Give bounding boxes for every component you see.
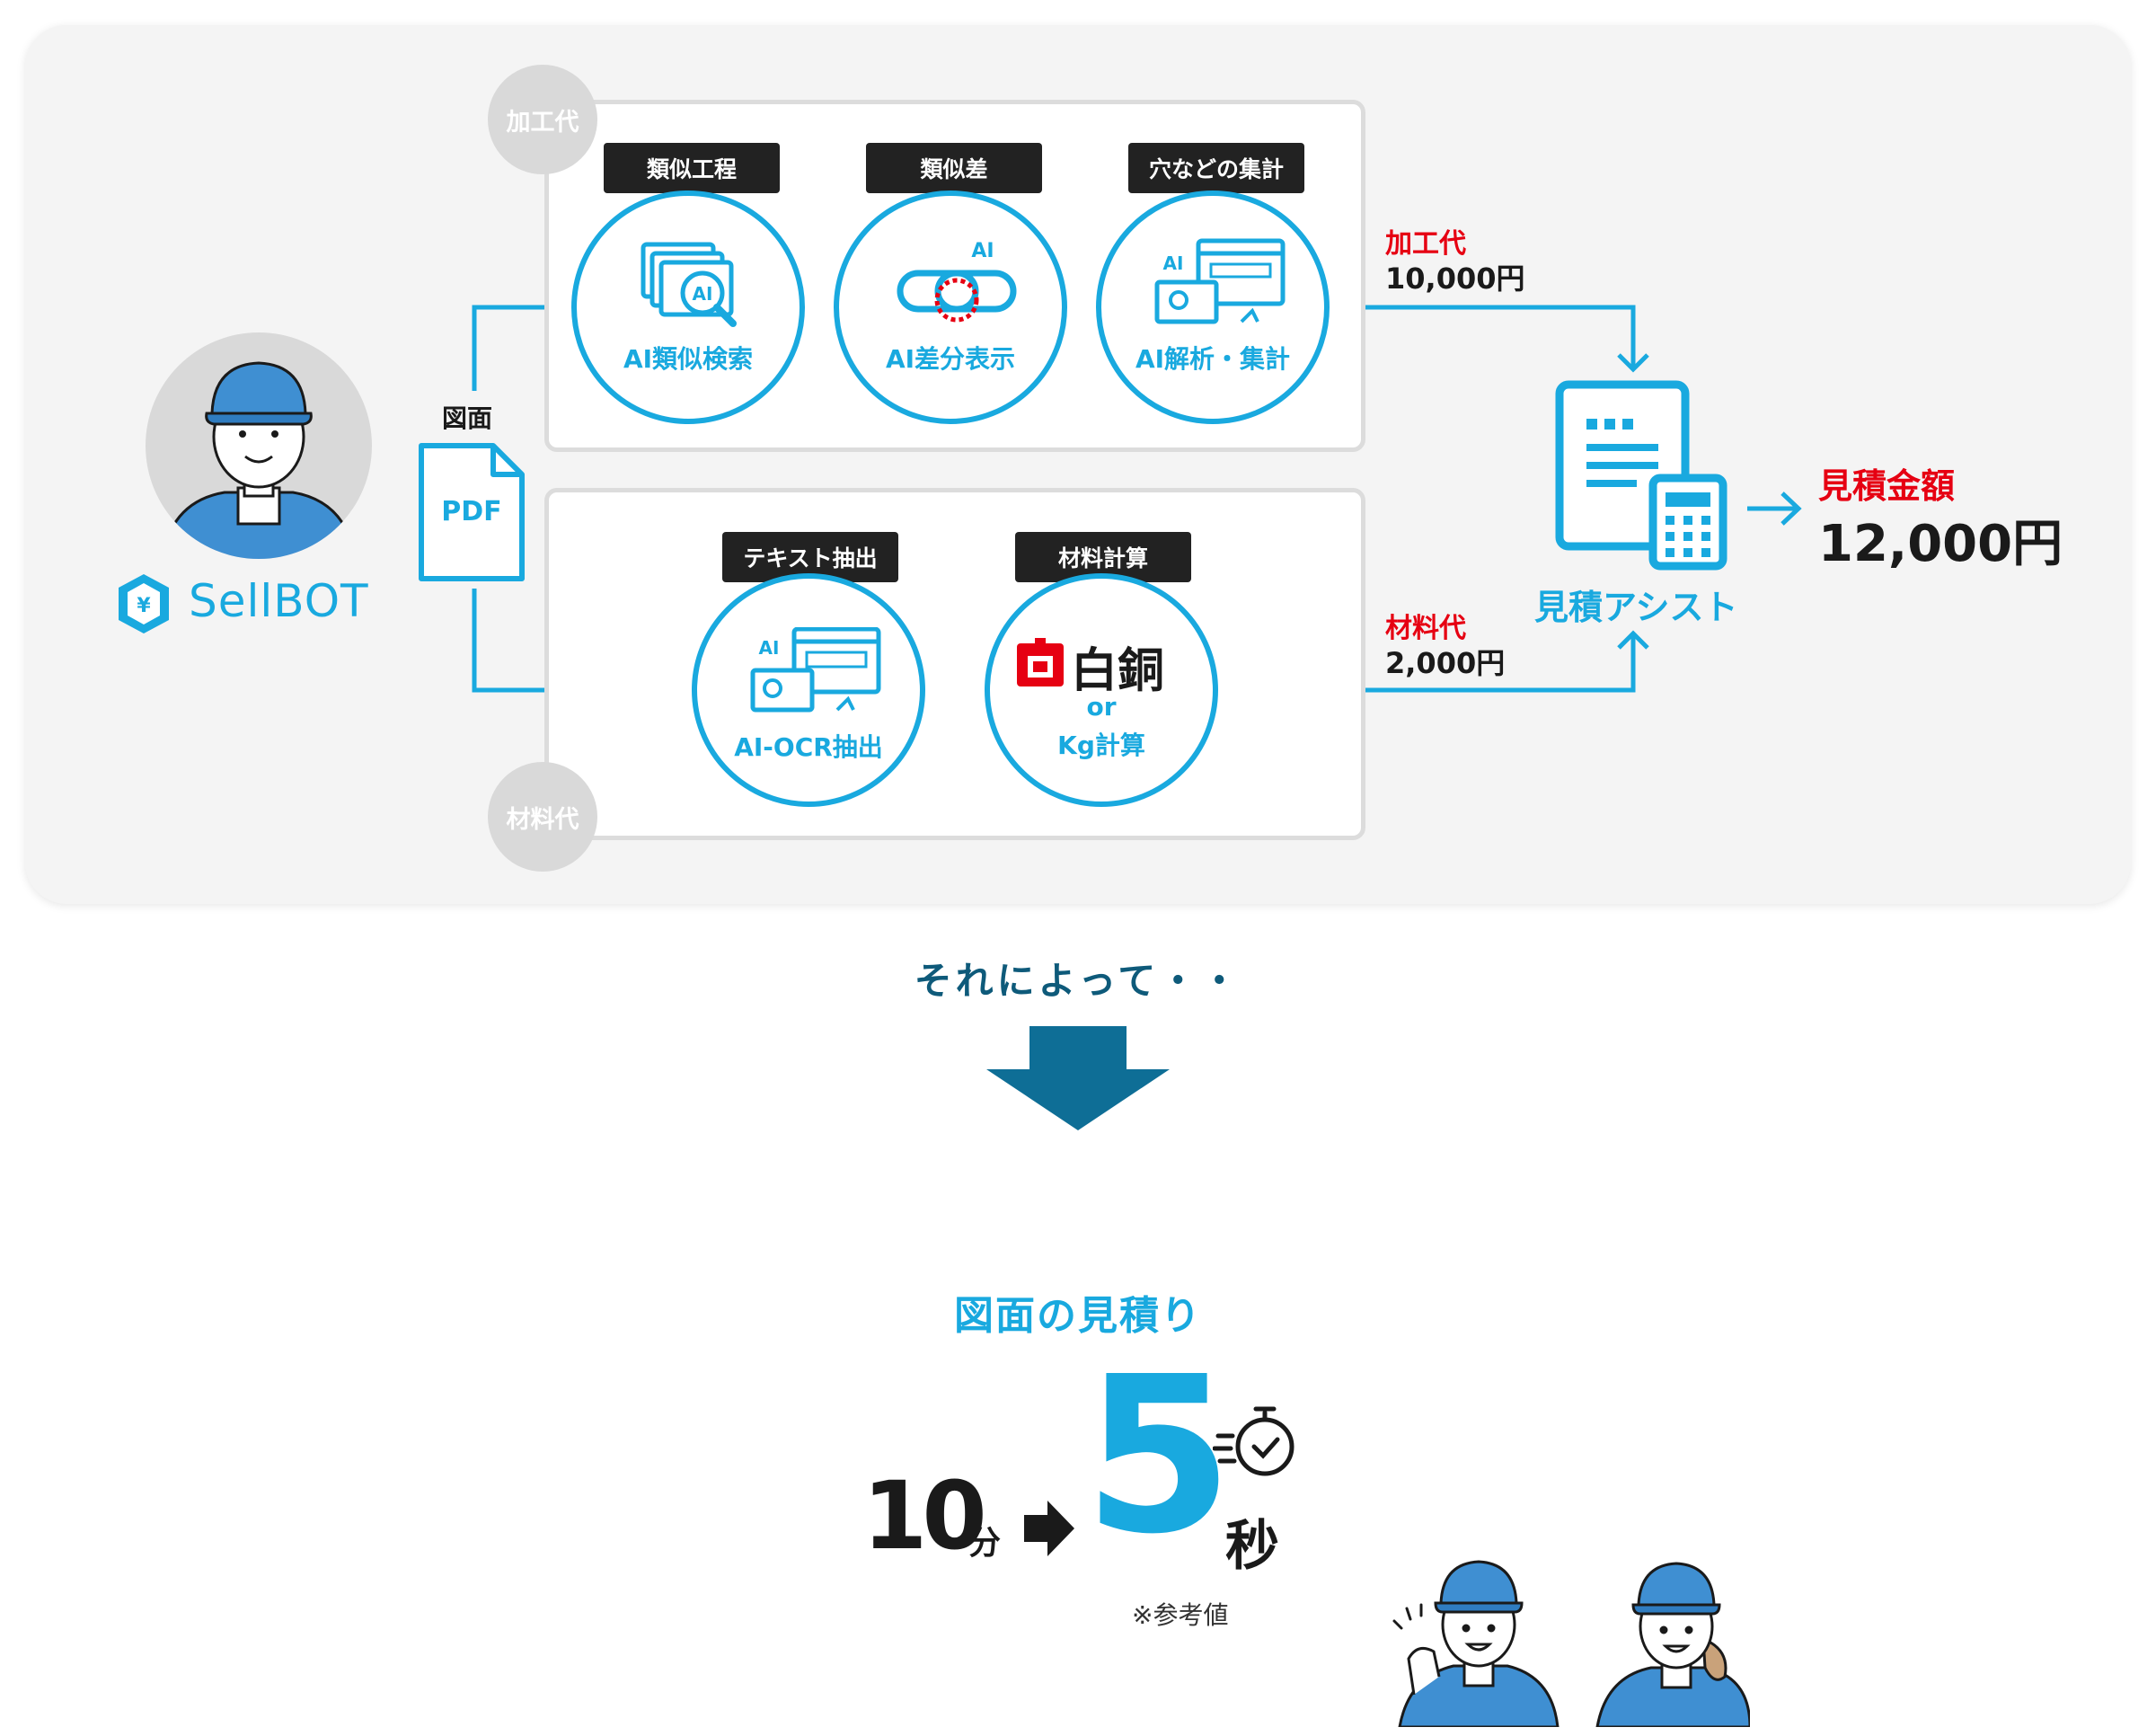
- svg-text:¥: ¥: [137, 595, 151, 617]
- hakudo-logo-icon: [1017, 638, 1064, 686]
- tag-hole-count: 穴などの集計: [1128, 143, 1304, 206]
- drawing-label: 図面: [442, 403, 493, 433]
- ai-search-icon: AI: [641, 242, 737, 327]
- svg-text:AI: AI: [759, 637, 780, 659]
- workers-illustration: [1392, 1560, 1750, 1727]
- before-time-number: 10: [862, 1461, 987, 1571]
- svg-text:AI: AI: [971, 240, 994, 262]
- right-arrow-icon: [1024, 1501, 1074, 1556]
- ai-analysis-icon: AI: [1154, 238, 1286, 324]
- processing-badge: 加工代: [488, 65, 597, 174]
- sellbot-brand-text: SellBOT: [189, 575, 369, 627]
- processing-cost-label: 加工代: [1385, 228, 1466, 260]
- material-group-box: [544, 488, 1365, 840]
- material-cost-label: 材料代: [1385, 613, 1466, 644]
- down-arrow-icon: [986, 1026, 1170, 1130]
- before-time-unit: 分: [968, 1525, 1002, 1562]
- quote-value: 12,000円: [1818, 515, 2063, 573]
- estimate-assist-icon: [1552, 377, 1732, 571]
- pdf-document-icon: PDF: [416, 440, 527, 584]
- step-label: AI解析・集計: [1135, 344, 1291, 374]
- material-badge: 材料代: [488, 762, 597, 872]
- pdf-label: PDF: [441, 496, 502, 527]
- or-label: or: [1086, 692, 1117, 722]
- processing-cost-value: 10,000円: [1385, 261, 1525, 296]
- estimate-assist-label: 見積アシスト: [1534, 588, 1738, 627]
- after-time-unit: 秒: [1225, 1515, 1279, 1578]
- stopwatch-icon: [1213, 1406, 1294, 1476]
- step-ai-ocr: AI AI-OCR抽出: [692, 573, 925, 807]
- tag-similar-diff: 類似差: [866, 143, 1042, 206]
- after-time-number: 5: [1083, 1330, 1233, 1581]
- worker-avatar: [144, 331, 374, 561]
- step-ai-diff-display: AI AI差分表示: [834, 190, 1067, 424]
- ai-diff-icon: AI: [897, 240, 1017, 323]
- ai-ocr-icon: AI: [750, 627, 881, 713]
- tag-similar-process: 類似工程: [604, 143, 780, 206]
- step-label: AI類似検索: [623, 344, 754, 374]
- reference-note: ※参考値: [1132, 1600, 1229, 1630]
- step-ai-similar-search: AI AI類似検索: [571, 190, 805, 424]
- quote-label: 見積金額: [1818, 466, 1956, 506]
- svg-text:AI: AI: [1163, 252, 1184, 274]
- step-label: Kg計算: [1057, 731, 1145, 760]
- step-ai-analysis: AI AI解析・集計: [1096, 190, 1330, 424]
- step-material-calc: 白銅 or Kg計算: [985, 573, 1218, 807]
- transition-text: それによって・・: [914, 959, 1242, 1003]
- svg-text:AI: AI: [693, 283, 713, 305]
- hakudo-brand-text: 白銅: [1071, 644, 1165, 698]
- sellbot-logo-icon: ¥: [117, 572, 171, 635]
- step-label: AI-OCR抽出: [734, 732, 883, 762]
- step-label: AI差分表示: [885, 344, 1016, 374]
- material-cost-value: 2,000円: [1385, 646, 1506, 680]
- result-heading: 図面の見積り: [954, 1293, 1202, 1339]
